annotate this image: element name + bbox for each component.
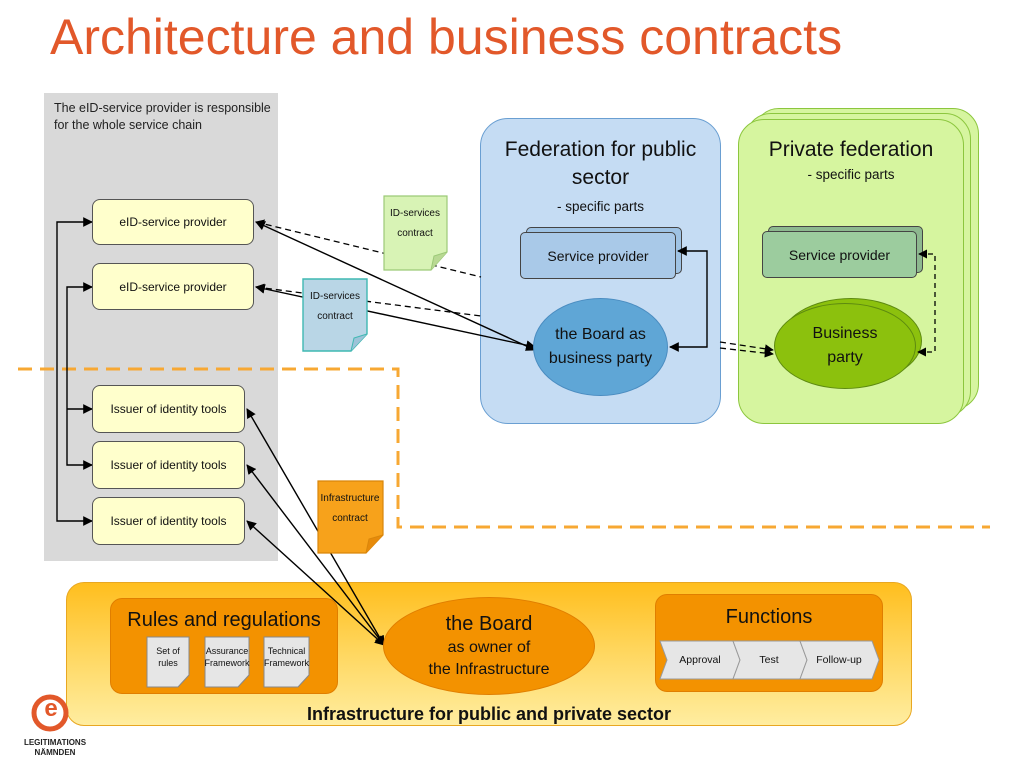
public-service-provider[interactable]: Service provider (520, 232, 676, 279)
board-business-party-label: the Board as business party (548, 326, 653, 367)
issuer-identity-tools-1[interactable]: Issuer of identity tools (92, 385, 245, 433)
board-infra-line2: as owner of (447, 639, 531, 656)
infrastructure-contract[interactable]: Infrastructure contract (320, 493, 380, 524)
private-federation-title: Private federation (768, 138, 934, 161)
technical-framework[interactable]: Technical Framework (263, 646, 309, 668)
logo-text-line1: LEGITIMATIONS (23, 738, 87, 747)
set-of-rules[interactable]: Set of rules (156, 646, 180, 668)
logo-mark: e (44, 695, 58, 722)
issuer-identity-tools-3[interactable]: Issuer of identity tools (92, 497, 245, 545)
private-federation-subtitle: - specific parts (807, 167, 895, 182)
id-services-contract-1[interactable]: ID-services contract (389, 208, 440, 239)
assurance-framework[interactable]: Assurance Framework (204, 646, 250, 668)
page-title: Architecture and business contracts (50, 9, 843, 65)
rules-and-regulations-title: Rules and regulations (127, 609, 321, 631)
private-service-provider[interactable]: Service provider (762, 231, 917, 278)
eid-service-provider-1[interactable]: eID-service provider (92, 199, 254, 245)
business-party[interactable]: Business party (774, 303, 916, 389)
public-federation-subtitle: - specific parts (556, 199, 645, 214)
id-services-contract-2[interactable]: ID-services contract (309, 291, 360, 322)
eid-service-provider-2[interactable]: eID-service provider (92, 263, 254, 310)
board-infra-line3: the Infrastructure (428, 661, 550, 678)
business-party-label: Business party (812, 325, 878, 366)
infrastructure-label: Infrastructure for public and private se… (306, 704, 672, 724)
provider-panel-note: The eID-service provider is responsible … (54, 101, 271, 132)
dashed-provider2-federation (255, 283, 482, 317)
step-follow-up[interactable]: Follow-up (816, 654, 862, 666)
logo-text-line2: NÄMNDEN (34, 748, 76, 757)
step-test[interactable]: Test (759, 654, 779, 666)
issuer-identity-tools-2[interactable]: Issuer of identity tools (92, 441, 245, 489)
board-infra-line1: the Board (445, 613, 533, 635)
functions-title: Functions (725, 606, 813, 628)
board-business-party[interactable]: the Board as business party (533, 298, 668, 396)
logo-text: LEGITIMATIONS NÄMNDEN (10, 738, 100, 758)
provider-panel (44, 93, 278, 561)
public-federation-title: Federation for public sector (504, 138, 697, 189)
dashed-provider1-federation (255, 219, 482, 278)
board-infrastructure-owner[interactable]: the Board as owner of the Infrastructure (383, 597, 595, 695)
step-approval[interactable]: Approval (679, 654, 721, 666)
